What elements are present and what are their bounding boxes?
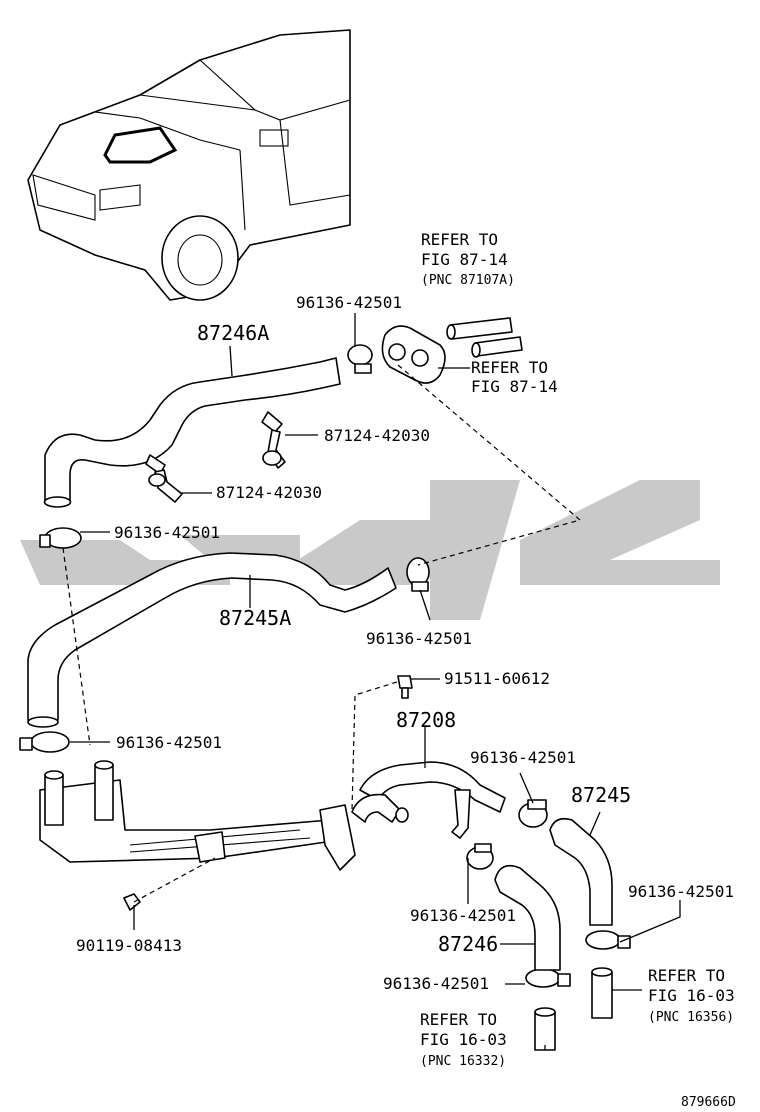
label-bracket-1: 87124-42030 [324,426,430,445]
vehicle-illustration [27,29,351,301]
dashed-guides [62,364,582,903]
ref-fig16-bottom-line3: (PNC 16332) [420,1054,506,1069]
label-87245: 87245 [571,783,631,807]
ref-fig87-top-line1: REFER TO [421,230,498,249]
diagram-code: 879666D [681,1095,736,1110]
bolt-icon [397,675,413,699]
pipe-stubs [446,317,523,358]
label-clamp-87246-top: 96136-42501 [410,906,516,925]
ref-fig87-mid: REFER TO FIG 87-14 [471,358,558,396]
label-clamp-top: 96136-42501 [296,293,402,312]
hose-87245 [549,817,613,926]
clamp-87208 [518,799,548,828]
hose-87246A [43,357,341,508]
label-87246: 87246 [438,932,498,956]
label-clamp-left-upper: 96136-42501 [114,523,220,542]
label-clamp-87245-bottom: 96136-42501 [628,882,734,901]
label-clamp-left-lower: 96136-42501 [116,733,222,752]
nut-icon [123,893,141,911]
ref-fig16-right-line2: FIG 16-03 [648,986,735,1005]
label-bracket-2: 87124-42030 [216,483,322,502]
ref-fig16-right-line3: (PNC 16356) [648,1010,734,1025]
clamp-87246-top [466,843,494,870]
hose-87245A [27,552,397,728]
ref-fig87-mid-line2: FIG 87-14 [471,377,558,396]
bracket-lower [145,454,183,503]
clamp-left-upper [39,527,82,549]
ref-fig87-top: REFER TO FIG 87-14 (PNC 87107A) [421,230,515,288]
grommet-plate [381,325,446,384]
clamp-87245-bottom [585,930,631,950]
label-clamp-87208: 96136-42501 [470,748,576,767]
pipe-stub-16332 [534,1007,556,1051]
label-87245A: 87245A [219,606,291,630]
label-clamp-mid-right: 96136-42501 [366,629,472,648]
label-clamp-87246-bottom: 96136-42501 [383,974,489,993]
label-bolt: 91511-60612 [444,669,550,688]
clamp-top [347,344,373,374]
heater-unit [39,760,356,871]
ref-fig16-bottom-line2: FIG 16-03 [420,1030,507,1049]
ref-fig87-top-line2: FIG 87-14 [421,250,508,269]
ref-fig16-right: REFER TO FIG 16-03 (PNC 16356) [648,966,735,1025]
label-87246A: 87246A [197,321,269,345]
ref-fig16-bottom-line1: REFER TO [420,1010,497,1029]
ref-fig16-right-line1: REFER TO [648,966,725,985]
label-87208: 87208 [396,708,456,732]
hose-87246 [494,864,561,971]
pipe-87208 [351,761,506,839]
pipe-stub-16356 [591,967,613,1019]
bracket-upper [261,411,286,469]
clamp-left-lower [19,731,70,753]
ref-fig87-mid-line1: REFER TO [471,358,548,377]
clamp-87246-bottom [525,968,571,988]
ref-fig87-top-line3: (PNC 87107A) [421,273,515,288]
leader-lines [70,313,681,1050]
ref-fig16-bottom: REFER TO FIG 16-03 (PNC 16332) [420,1010,507,1069]
label-nut: 90119-08413 [76,936,182,955]
